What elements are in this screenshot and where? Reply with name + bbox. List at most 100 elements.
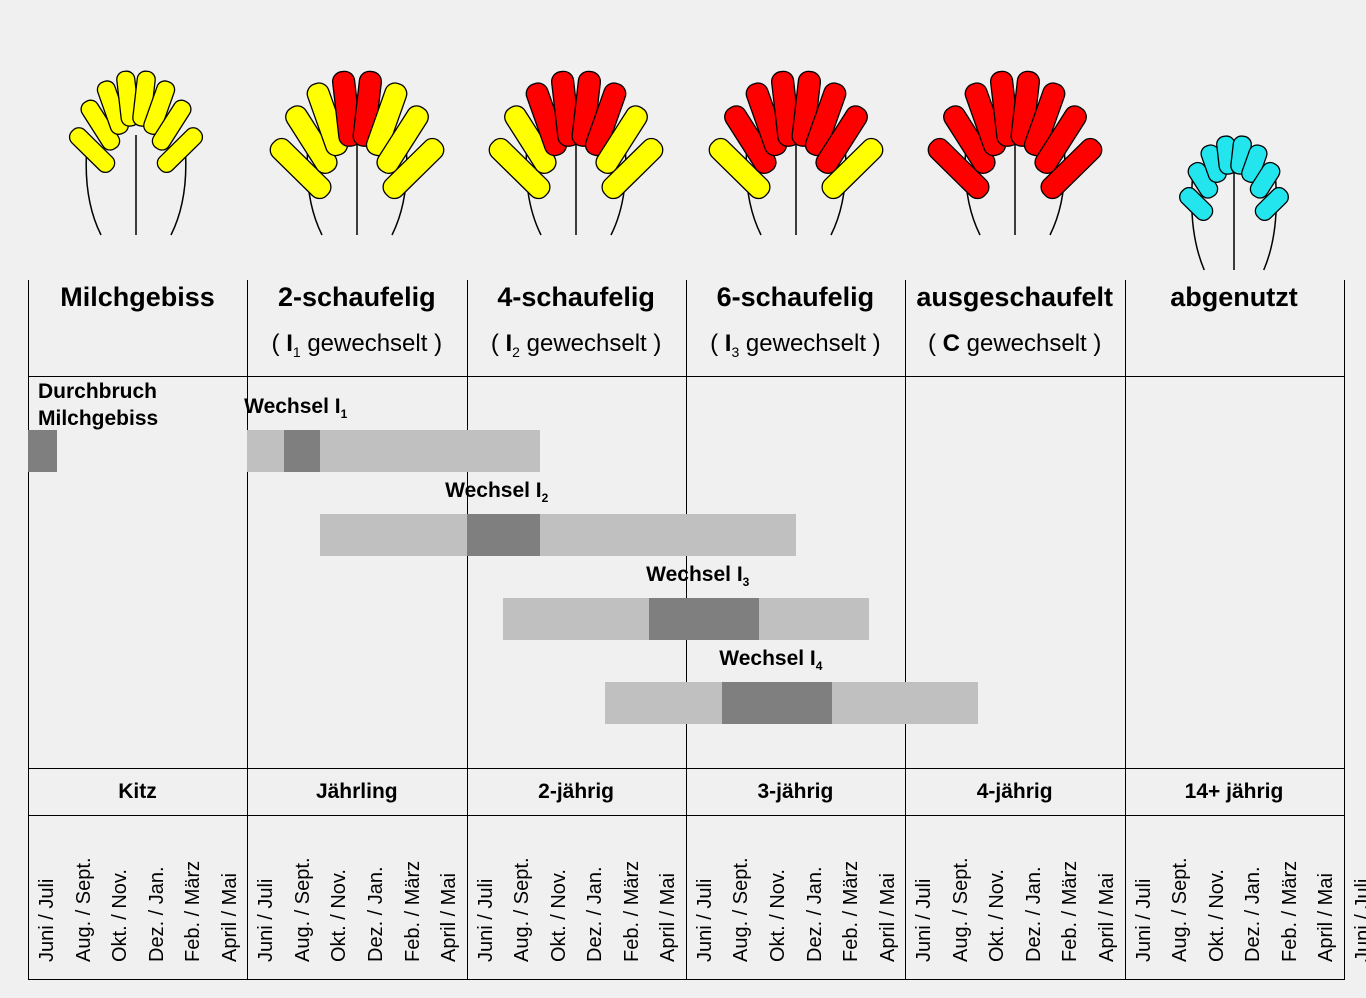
month-label: Juni / Juli (474, 878, 497, 962)
column-divider (1124, 280, 1126, 980)
tooth (1254, 186, 1290, 221)
stage-subtitle: ( C gewechselt ) (905, 330, 1124, 358)
month-label: April / Mai (218, 873, 241, 962)
change-label-text: Wechsel I (244, 395, 341, 418)
month-label: April / Mai (657, 873, 680, 962)
tooth (1179, 186, 1214, 221)
tooth (804, 82, 846, 157)
change-peak-bar (466, 514, 540, 556)
stage-title: 2-schaufelig (278, 282, 436, 312)
tooth (365, 82, 408, 157)
month-label: April / Mai (438, 873, 461, 962)
tooth (601, 137, 664, 200)
month-label: Juni / Juli (693, 878, 716, 962)
month-label: Juni / Juli (913, 878, 936, 962)
durchbruch-line1: Durchbruch (38, 380, 158, 403)
month-label: Juni / Juli (255, 878, 278, 962)
sub-post: gewechselt ) (519, 330, 662, 357)
month-label: April / Mai (1315, 873, 1338, 962)
month-label: Dez. / Jan. (1242, 866, 1265, 962)
month-label: Feb. / März (182, 860, 205, 962)
column-divider (1343, 280, 1345, 980)
tooth (708, 137, 771, 200)
month-label: Okt. / Nov. (547, 869, 570, 962)
month-label: Okt. / Nov. (109, 869, 132, 962)
change-label-index: 3 (742, 575, 750, 590)
month-label: Feb. / März (1278, 860, 1301, 962)
column-header: 4-schaufelig( I2 gewechselt ) (467, 282, 686, 372)
sub-pre: ( (927, 330, 943, 357)
sub-index: 2 (512, 343, 520, 360)
sub-index: 3 (731, 343, 740, 360)
column-header: 6-schaufelig ( I3 gewechselt ) (686, 282, 905, 372)
change-label: Wechsel I3 (646, 563, 749, 589)
change-label-index: 4 (815, 659, 823, 674)
month-label: April / Mai (876, 873, 899, 962)
month-label: Juni / Juli (1132, 878, 1155, 962)
row-divider (28, 376, 1344, 377)
tooth (156, 127, 203, 173)
column-header: 2-schaufelig( I1 gewechselt ) (247, 282, 466, 372)
sub-tooth: I (286, 330, 293, 357)
change-peak-bar (283, 430, 321, 472)
change-peak-bar (649, 598, 759, 640)
tooth (151, 99, 192, 151)
stage-subtitle: ( I3 gewechselt ) (686, 330, 905, 360)
durchbruch-label: Durchbruch Milchgebiss (38, 378, 158, 432)
month-label: Dez. / Jan. (145, 866, 168, 962)
column-divider (466, 280, 468, 980)
change-label-text: Wechsel I (646, 563, 743, 586)
row-divider (28, 768, 1344, 769)
month-label: Dez. / Jan. (584, 866, 607, 962)
month-label: Aug. / Sept. (511, 857, 534, 962)
month-label: Dez. / Jan. (1022, 866, 1045, 962)
change-label-index: 1 (340, 407, 348, 422)
change-label: Wechsel I2 (445, 479, 548, 505)
age-label: Jährling (315, 780, 398, 803)
row-divider (28, 979, 1344, 980)
sub-pre: ( (710, 330, 725, 357)
month-label: Okt. / Nov. (328, 869, 351, 962)
age-label: Kitz (118, 780, 157, 803)
sub-pre: ( (271, 330, 287, 357)
change-label-text: Wechsel I (719, 647, 816, 670)
change-label: Wechsel I4 (719, 647, 822, 673)
sub-post: gewechselt ) (739, 330, 881, 357)
tooth (927, 137, 990, 200)
change-label: Wechsel I1 (244, 395, 347, 421)
sub-pre: ( (490, 330, 506, 357)
change-peak-bar (722, 682, 833, 724)
durchbruch-bar-peak (28, 430, 58, 472)
sub-tooth: C (942, 330, 960, 357)
jaw-illustration (927, 70, 1103, 236)
jaw-illustration (68, 70, 203, 236)
month-label: April / Mai (1095, 873, 1118, 962)
tooth (269, 137, 332, 200)
jaw-illustration (1179, 135, 1290, 271)
column-header: abgenutzt (1125, 282, 1344, 372)
stage-title: abgenutzt (1170, 282, 1298, 312)
durchbruch-line2: Milchgebiss (38, 407, 159, 430)
age-label: 2-jährig (538, 780, 615, 803)
month-label: Dez. / Jan. (364, 866, 387, 962)
month-label: Aug. / Sept. (72, 857, 95, 962)
month-label: Aug. / Sept. (1169, 857, 1192, 962)
month-label: Juni / Juli (1351, 878, 1366, 962)
sub-tooth: I (724, 330, 732, 357)
row-divider (28, 815, 1344, 816)
stage-title: ausgeschaufelt (916, 282, 1113, 312)
tooth (1034, 105, 1087, 175)
column-divider (28, 280, 29, 980)
stage-title: 6-schaufelig (716, 282, 875, 312)
month-label: Feb. / März (840, 860, 863, 962)
tooth (142, 80, 175, 135)
tooth (814, 105, 868, 175)
change-range-bar (320, 514, 796, 556)
age-label: 4-jährig (976, 780, 1053, 803)
tooth (1249, 161, 1281, 199)
tooth (488, 137, 551, 200)
tooth (821, 137, 883, 200)
column-header: Milchgebiss (28, 282, 247, 372)
month-label: Dez. / Jan. (803, 866, 826, 962)
month-label: Okt. / Nov. (986, 869, 1009, 962)
